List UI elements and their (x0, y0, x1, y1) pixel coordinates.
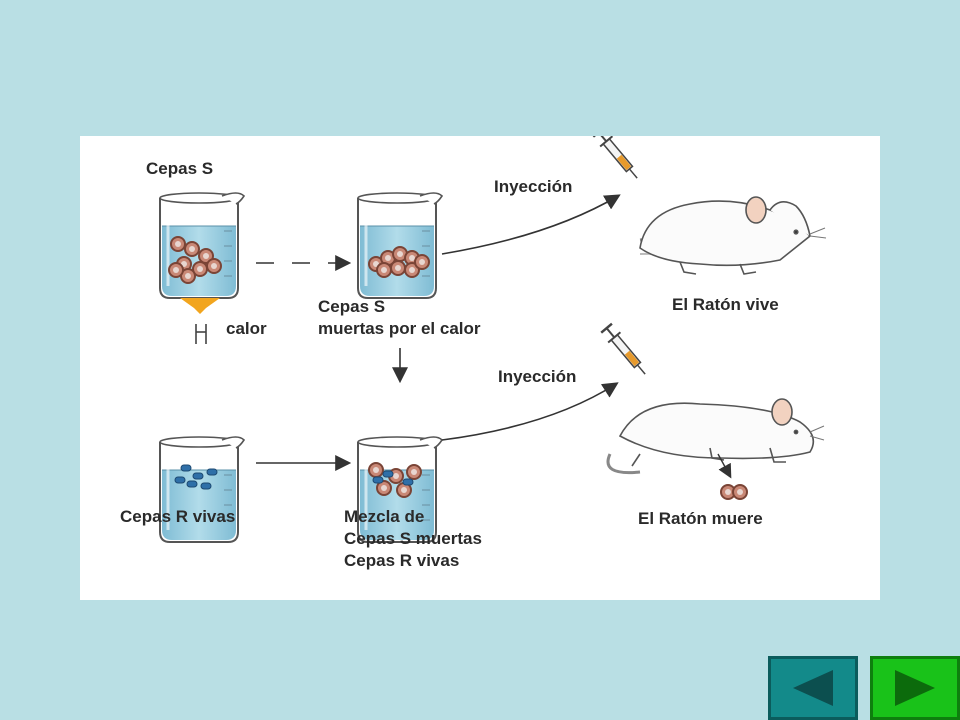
next-slide-button[interactable] (870, 656, 960, 720)
label-cepas-r-vivas: Cepas R vivas (120, 507, 236, 526)
label-cepas-s: Cepas S (146, 159, 214, 178)
label-mezcla-3: Cepas R vivas (344, 551, 460, 570)
arrow-injection-bottom (441, 382, 619, 441)
label-mezcla-2: Cepas S muertas (344, 529, 482, 548)
arrow-injection-top (441, 194, 621, 255)
label-mezcla-1: Mezcla de (344, 507, 425, 526)
beaker-cepas-s-muertas (356, 191, 444, 300)
diagram-panel: Cepas S calor Cepas S muertas por el cal… (80, 136, 880, 600)
burner-icon (195, 324, 207, 344)
previous-slide-button[interactable] (768, 656, 858, 720)
mouse-dead-icon (606, 398, 825, 475)
beaker-cepas-s (158, 191, 246, 300)
bacteria-s-icon (720, 484, 748, 500)
syringe-bottom-icon (599, 321, 653, 381)
syringe-top-icon (591, 136, 645, 185)
label-raton-muere: El Ratón muere (638, 509, 763, 528)
label-calor: calor (226, 319, 267, 338)
label-inyeccion-bottom: Inyección (498, 367, 577, 386)
arrow-bacteria (717, 453, 732, 479)
triangle-left-icon (793, 670, 833, 706)
triangle-right-icon (895, 670, 935, 706)
flame-icon (180, 298, 220, 314)
mouse-alive-icon (639, 196, 827, 275)
label-inyeccion-top: Inyección (494, 177, 573, 196)
label-cepas-s-muertas-2: muertas por el calor (318, 319, 481, 338)
label-raton-vive: El Ratón vive (672, 295, 779, 314)
label-cepas-s-muertas-1: Cepas S (318, 297, 386, 316)
griffith-experiment-diagram (158, 136, 827, 544)
